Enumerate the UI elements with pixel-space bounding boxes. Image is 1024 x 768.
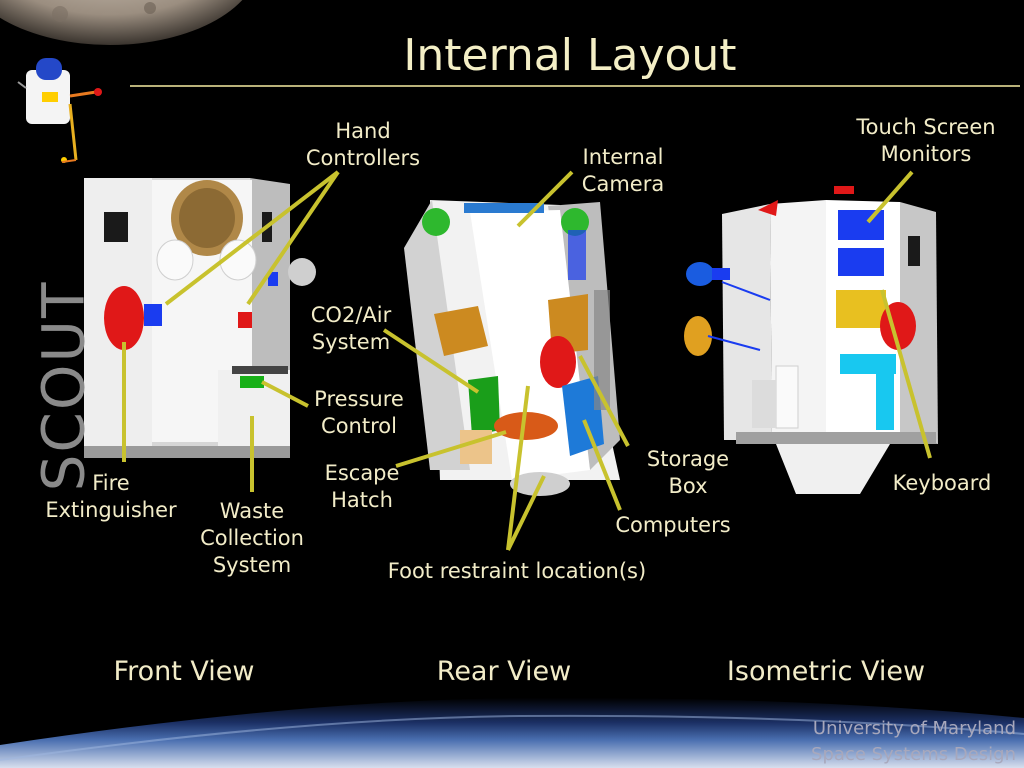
label-hand-controllers: Hand Controllers xyxy=(305,119,421,170)
label-storage-box: Storage Box xyxy=(646,447,730,498)
label-touch-screen-monitors: Touch Screen Monitors xyxy=(856,115,996,166)
moon-corner xyxy=(0,0,243,45)
earth-horizon xyxy=(0,697,1024,768)
rear-view-model xyxy=(404,200,620,496)
scout-logo xyxy=(17,58,102,163)
label-waste-collection-system: Waste Collection System xyxy=(200,499,304,577)
front-view-model xyxy=(84,178,316,458)
slide-title: Internal Layout xyxy=(403,30,737,81)
scout-side-label: SCOUT xyxy=(29,280,98,492)
label-computers: Computers xyxy=(615,513,731,537)
caption-front-view: Front View xyxy=(113,656,255,687)
label-foot-restraint: Foot restraint location(s) xyxy=(387,559,647,583)
leader-lines xyxy=(122,170,932,551)
label-co2-air-system: CO2/Air System xyxy=(310,303,392,354)
footer-university: University of Maryland xyxy=(812,718,1016,739)
label-fire-extinguisher: Fire Extinguisher xyxy=(45,471,177,522)
label-pressure-control: Pressure Control xyxy=(314,387,404,438)
footer-lab: Space Systems Design xyxy=(811,744,1016,765)
label-keyboard: Keyboard xyxy=(892,471,992,495)
caption-isometric-view: Isometric View xyxy=(726,656,926,687)
title-rule xyxy=(130,85,1020,87)
isometric-view-model xyxy=(684,186,938,494)
label-escape-hatch: Escape Hatch xyxy=(324,461,400,512)
caption-rear-view: Rear View xyxy=(436,656,572,687)
label-internal-camera: Internal Camera xyxy=(581,145,665,196)
